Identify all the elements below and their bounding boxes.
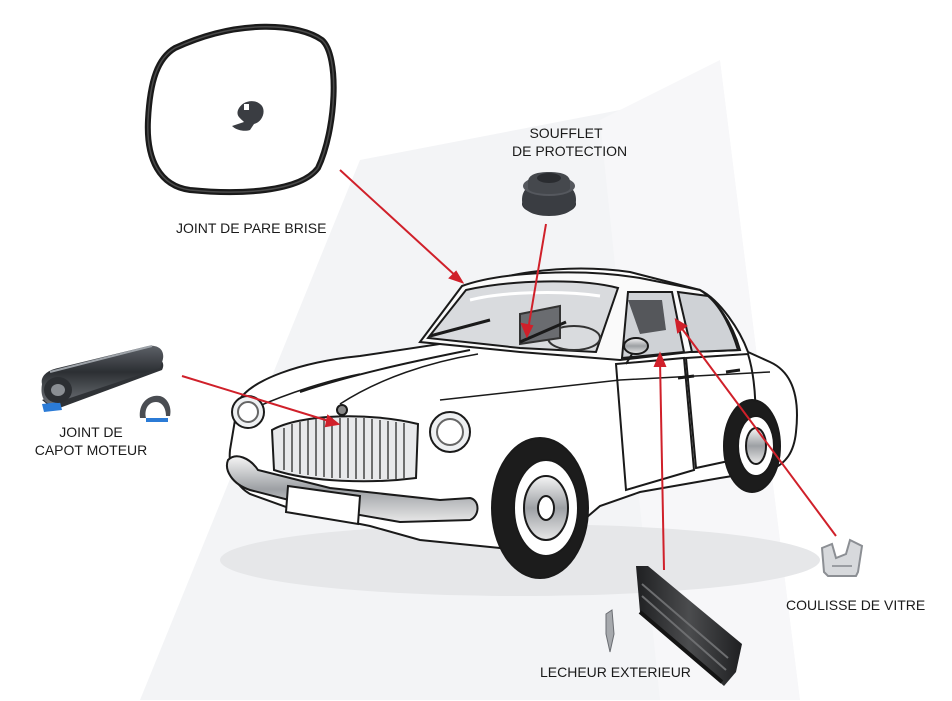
windshield-seal-illustration [144, 23, 337, 196]
classic-sedan-car [220, 267, 820, 596]
callout-arrows [181, 169, 837, 571]
label-hood-seal: JOINT DE CAPOT MOTEUR [26, 423, 156, 459]
label-hood-seal-line2: CAPOT MOTEUR [34, 442, 148, 458]
window-channel-illustration [820, 538, 864, 577]
arrow-hood-seal [181, 375, 333, 423]
label-protective-boot: SOUFFLET DE PROTECTION [512, 124, 628, 160]
label-protective-boot-line1: SOUFFLET [529, 125, 603, 141]
label-protective-boot-line2: DE PROTECTION [512, 143, 628, 159]
outer-wiper-strip-illustration [605, 566, 742, 686]
arrow-window-channel [679, 325, 837, 537]
arrow-protective-boot [527, 223, 547, 331]
label-windshield-seal: JOINT DE PARE BRISE [176, 220, 327, 236]
wiper-strip-clip-icon [605, 609, 615, 653]
arrow-windshield-seal [339, 169, 459, 279]
seal-profile-icon [232, 101, 264, 131]
car-license-plate [284, 484, 362, 526]
arrow-outer-wiper-strip [659, 359, 665, 571]
hood-seal-profile-icon [139, 395, 171, 418]
label-hood-seal-line1: JOINT DE [59, 424, 123, 440]
label-window-channel: COULISSE DE VITRE [786, 597, 926, 613]
label-outer-wiper-strip: LECHEUR EXTERIEUR [540, 664, 691, 680]
car-front-bumper [226, 455, 479, 524]
car-rear-side-window [676, 290, 740, 354]
hood-seal-illustration [41, 345, 171, 422]
protective-boot-illustration [522, 172, 576, 216]
